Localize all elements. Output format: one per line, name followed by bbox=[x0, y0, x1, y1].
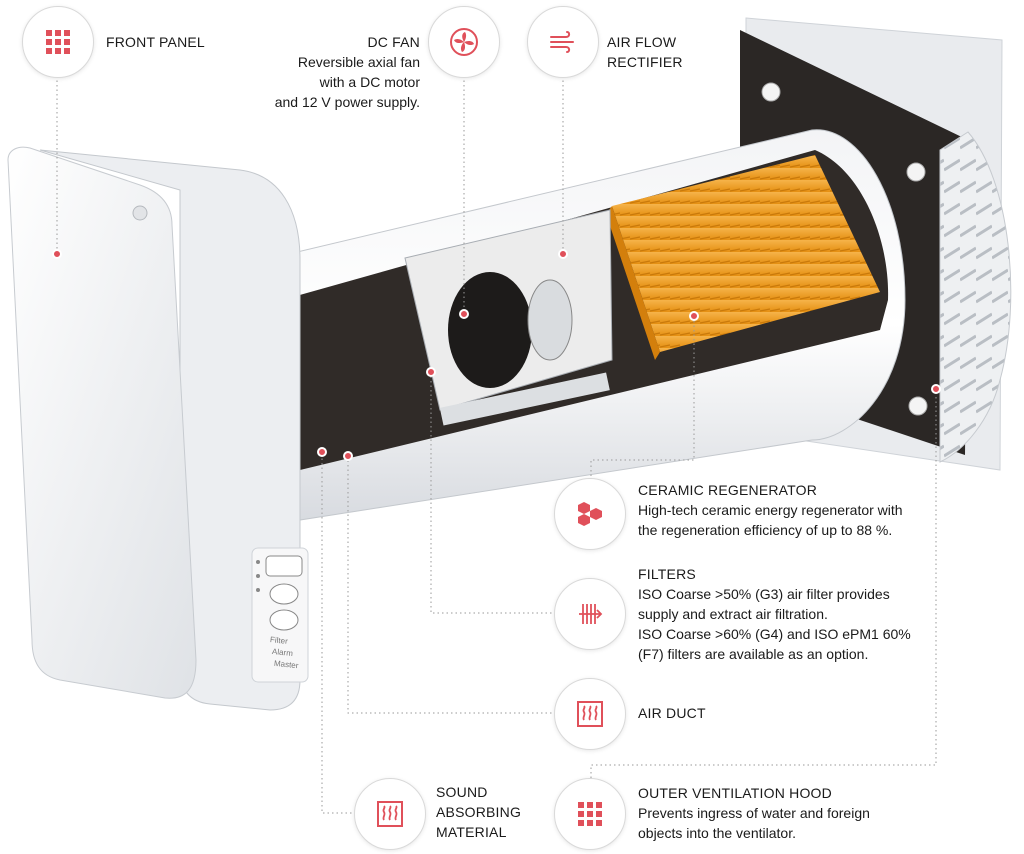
grid-icon bbox=[46, 30, 70, 54]
fan-icon bbox=[450, 28, 478, 56]
filters-label: FILTERS ISO Coarse >50% (G3) air filter … bbox=[638, 564, 911, 664]
air-flow-title-line: AIR FLOW bbox=[607, 34, 677, 50]
filter-icon bbox=[579, 604, 603, 624]
dc-fan-badge bbox=[428, 6, 500, 78]
filters-desc-line: ISO Coarse >50% (G3) air filter provides bbox=[638, 586, 890, 602]
sound-title-line: ABSORBING bbox=[436, 804, 522, 820]
filters-title: FILTERS bbox=[638, 566, 696, 582]
filters-desc-line: (F7) filters are available as an option. bbox=[638, 646, 869, 662]
control-strip bbox=[251, 547, 309, 683]
airflow-icon bbox=[550, 31, 574, 53]
dc-fan-label: DC FAN Reversible axial fan with a DC mo… bbox=[200, 32, 420, 112]
heat-waves-icon bbox=[377, 801, 403, 827]
hood-desc-line: objects into the ventilator. bbox=[638, 825, 796, 841]
grid-icon bbox=[578, 802, 602, 826]
air-flow-badge bbox=[527, 6, 599, 78]
hood-desc-line: Prevents ingress of water and foreign bbox=[638, 805, 870, 821]
front-panel-badge bbox=[22, 6, 94, 78]
dc-fan-desc-line: and 12 V power supply. bbox=[274, 94, 420, 110]
air-flow-title-line: RECTIFIER bbox=[607, 54, 683, 70]
hexagon-icon bbox=[578, 502, 602, 526]
ceramic-desc-line: the regeneration efficiency of up to 88 … bbox=[638, 522, 893, 538]
air-flow-label: AIR FLOW RECTIFIER bbox=[607, 32, 683, 72]
ceramic-badge bbox=[554, 478, 626, 550]
air-duct-label: AIR DUCT bbox=[638, 703, 706, 723]
sound-badge bbox=[354, 778, 426, 850]
ceramic-title: CERAMIC REGENERATOR bbox=[638, 482, 818, 498]
dc-fan-title: DC FAN bbox=[367, 34, 420, 50]
filters-desc-line: ISO Coarse >60% (G4) and ISO ePM1 60% bbox=[638, 626, 911, 642]
air-duct-title: AIR DUCT bbox=[638, 705, 706, 721]
hood-title: OUTER VENTILATION HOOD bbox=[638, 785, 832, 801]
hood-badge bbox=[554, 778, 626, 850]
control-label-filter: Filter bbox=[269, 635, 289, 646]
heat-waves-icon bbox=[577, 701, 603, 727]
ceramic-regenerator bbox=[612, 155, 880, 352]
filters-desc-line: supply and extract air filtration. bbox=[638, 606, 828, 622]
front-panel-title: FRONT PANEL bbox=[106, 34, 205, 50]
outer-hood bbox=[939, 131, 1012, 463]
front-panel bbox=[7, 146, 301, 711]
sound-title-line: SOUND bbox=[436, 784, 488, 800]
dc-fan-desc-line: with a DC motor bbox=[319, 74, 420, 90]
ceramic-desc-line: High-tech ceramic energy regenerator wit… bbox=[638, 502, 903, 518]
sound-title-line: MATERIAL bbox=[436, 824, 507, 840]
ceramic-label: CERAMIC REGENERATOR High-tech ceramic en… bbox=[638, 480, 903, 540]
filters-badge bbox=[554, 578, 626, 650]
air-duct-badge bbox=[554, 678, 626, 750]
dc-fan-desc-line: Reversible axial fan bbox=[297, 54, 420, 70]
front-panel-label: FRONT PANEL bbox=[106, 32, 205, 52]
hood-label: OUTER VENTILATION HOOD Prevents ingress … bbox=[638, 783, 870, 843]
sound-label: SOUND ABSORBING MATERIAL bbox=[436, 782, 521, 842]
